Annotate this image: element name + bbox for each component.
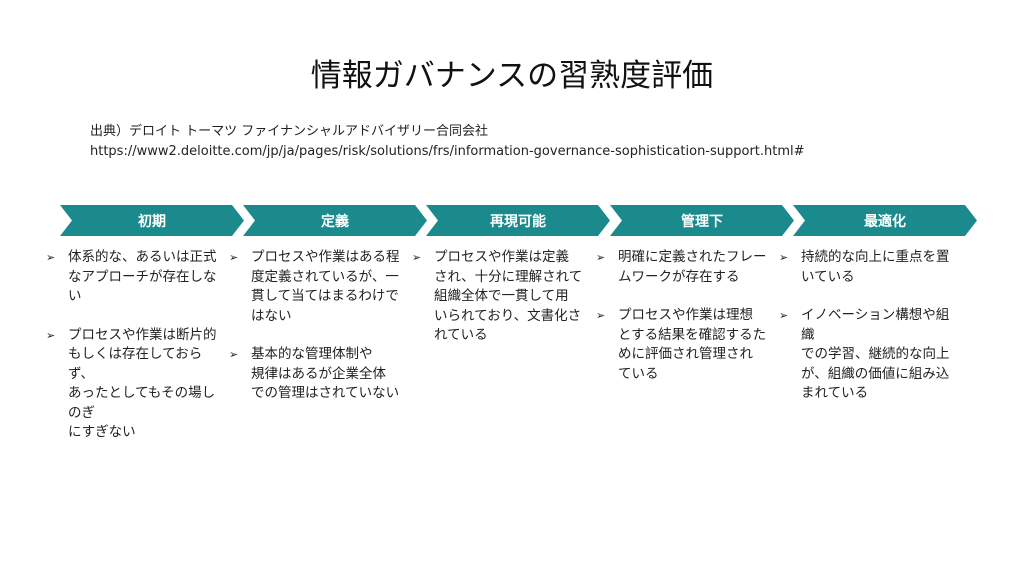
bullet-item: ➢ 基本的な管理体制や 規律はあるが企業全体 での管理はされていない (229, 345, 404, 404)
source-citation: 出典）デロイト トーマツ ファイナンシャルアドバイザリー合同会社 https:/… (90, 122, 805, 162)
source-url: https://www2.deloitte.com/jp/ja/pages/ri… (90, 144, 805, 159)
stage-chevron: 管理下 (610, 205, 794, 236)
arrow-bullet-icon: ➢ (596, 251, 606, 264)
arrow-bullet-icon: ➢ (596, 309, 606, 322)
arrow-bullet-icon: ➢ (229, 251, 239, 264)
arrow-bullet-icon: ➢ (229, 348, 239, 361)
stage-description: ➢ プロセスや作業はある程 度定義されているが、一 貫して当てはまるわけで はない… (229, 248, 404, 423)
arrow-bullet-icon: ➢ (46, 328, 56, 342)
arrow-bullet-icon: ➢ (46, 251, 56, 264)
stage-chevron: 再現可能 (426, 205, 610, 236)
bullet-item: ➢ 明確に定義されたフレー ムワークが存在する (596, 248, 771, 287)
stage-description: ➢ プロセスや作業は定義 され、十分に理解されて 組織全体で一貫して用 いられてお… (412, 248, 587, 365)
slide-title: 情報ガバナンスの習熟度評価 (310, 58, 714, 94)
arrow-bullet-icon: ➢ (779, 309, 789, 322)
bullet-text: 体系的な、あるいは正式 なアプローチが存在しない (68, 249, 217, 304)
stage-chevron: 定義 (243, 205, 427, 236)
stage-description: ➢ 体系的な、あるいは正式 なアプローチが存在しない ➢ プロセスや作業は断片的 もし… (46, 248, 221, 462)
source-name: 出典）デロイト トーマツ ファイナンシャルアドバイザリー合同会社 (90, 124, 489, 139)
bullet-item: ➢ プロセスや作業は定義 され、十分に理解されて 組織全体で一貫して用 いられてお… (412, 248, 587, 346)
stage-chevron: 初期 (60, 205, 244, 236)
bullet-text: プロセスや作業はある程 度定義されているが、一 貫して当てはまるわけで はない (251, 249, 400, 324)
arrow-bullet-icon: ➢ (779, 251, 789, 264)
bullet-item: ➢ プロセスや作業はある程 度定義されているが、一 貫して当てはまるわけで はない (229, 248, 404, 326)
bullet-text: 持続的な向上に重点を置 いている (801, 249, 950, 285)
stage-description: ➢ 持続的な向上に重点を置 いている ➢ イノベーション構想や組織 での学習、継続的な… (779, 248, 954, 423)
bullet-text: 基本的な管理体制や 規律はあるが企業全体 での管理はされていない (251, 346, 400, 401)
bullet-item: ➢ イノベーション構想や組織 での学習、継続的な向上 が、組織の価値に組み込 まれ… (779, 306, 954, 404)
bullet-text: イノベーション構想や組織 での学習、継続的な向上 が、組織の価値に組み込 まれて… (801, 307, 950, 401)
bullet-item: ➢ 体系的な、あるいは正式 なアプローチが存在しない (46, 248, 221, 307)
bullet-text: プロセスや作業は断片的 もしくは存在しておらず、 あったとしてもその場しのぎ に… (68, 326, 217, 441)
stage-chevron: 最適化 (793, 205, 977, 236)
arrow-bullet-icon: ➢ (412, 251, 422, 264)
bullet-item: ➢ プロセスや作業は断片的 もしくは存在しておらず、 あったとしてもその場しのぎ … (46, 326, 221, 443)
bullet-text: プロセスや作業は定義 され、十分に理解されて 組織全体で一貫して用 いられており… (434, 249, 583, 343)
bullet-text: 明確に定義されたフレー ムワークが存在する (618, 249, 767, 285)
bullet-text: プロセスや作業は理想 とする結果を確認するた めに評価され管理され ている (618, 307, 767, 382)
stage-description: ➢ 明確に定義されたフレー ムワークが存在する ➢ プロセスや作業は理想 とする結果を… (596, 248, 771, 403)
bullet-item: ➢ プロセスや作業は理想 とする結果を確認するた めに評価され管理され ている (596, 306, 771, 384)
bullet-item: ➢ 持続的な向上に重点を置 いている (779, 248, 954, 287)
